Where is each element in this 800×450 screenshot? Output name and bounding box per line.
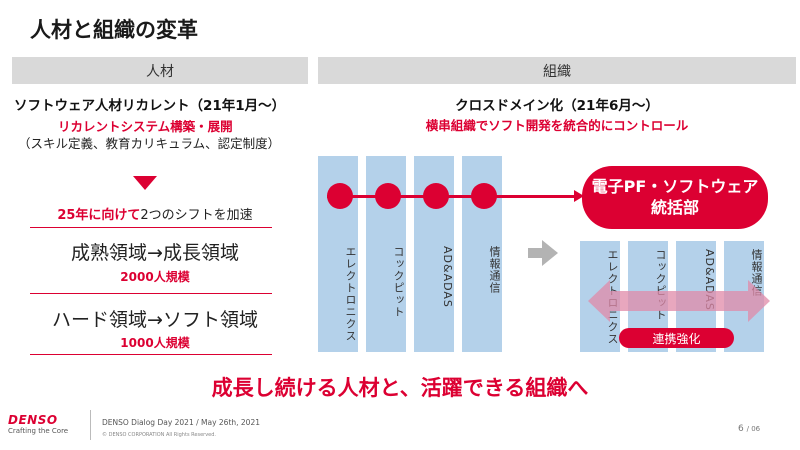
organization-section-header: 組織 <box>318 57 796 84</box>
event-name: DENSO Dialog Day 2021 / May 26th, 2021 <box>102 418 261 427</box>
shift-software-scale: 1000人規模 <box>120 336 190 350</box>
collaboration-double-arrow-icon <box>588 280 770 322</box>
domain-column-label: 情報通信 <box>488 246 501 294</box>
logo-tagline: Crafting the Core <box>8 427 69 435</box>
footer-divider <box>90 410 91 440</box>
recurrent-heading: ソフトウェア人材リカレント（21年1月〜） <box>14 98 286 114</box>
copyright: © DENSO CORPORATION All Rights Reserved. <box>102 432 216 438</box>
cross-domain-description: 横串組織でソフト開発を統合的にコントロール <box>425 118 689 133</box>
collaboration-label: 連携強化 <box>619 328 734 348</box>
department-name-line1: 電子PF・ソフトウェア <box>591 176 759 196</box>
shift-growth-domain: 成熟領域→成長領域 <box>71 242 239 264</box>
recurrent-details-text: （スキル定義、教育カリキュラム、認定制度） <box>18 136 281 151</box>
down-arrow-icon <box>133 176 157 190</box>
domain-node <box>471 183 497 209</box>
domain-column-label: コックピット <box>392 246 405 318</box>
page-current: 6 <box>738 424 744 434</box>
domain-node <box>375 183 401 209</box>
divider <box>30 227 272 228</box>
domain-node <box>423 183 449 209</box>
accelerate-rest-text: 2つのシフトを加速 <box>140 208 253 223</box>
shift-growth-scale: 2000人規模 <box>120 270 190 284</box>
divider <box>30 293 272 294</box>
domain-node <box>327 183 353 209</box>
cross-domain-line <box>327 195 577 198</box>
cross-domain-heading: クロスドメイン化（21年6月〜） <box>455 98 659 114</box>
denso-logo: DENSO <box>8 413 58 427</box>
page-number: 6 / 06 <box>738 424 760 434</box>
talent-section-header: 人材 <box>12 57 308 84</box>
accelerate-shift-text: 25年に向けて2つのシフトを加速 <box>0 204 310 223</box>
recurrent-system-text: リカレントシステム構築・展開 <box>58 119 233 134</box>
shift-software-domain: ハード領域→ソフト領域 <box>52 309 258 331</box>
accelerate-target-text: 25年に向けて <box>57 208 141 223</box>
cross-domain-arrowhead <box>574 190 584 202</box>
domain-column-label: AD&ADAS <box>441 246 454 308</box>
domain-column-label: エレクトロニクス <box>344 246 357 342</box>
divider <box>30 354 272 355</box>
tagline: 成長し続ける人材と、活躍できる組織へ <box>211 376 589 400</box>
slide-title: 人材と組織の変革 <box>30 18 198 42</box>
department-name-line2: 統括部 <box>650 197 699 217</box>
software-integration-department: 電子PF・ソフトウェア 統括部 <box>582 166 768 229</box>
transition-arrow-icon <box>528 240 558 266</box>
page-total: / 06 <box>746 425 761 433</box>
domain-column-label: 情報通信 <box>750 249 763 297</box>
